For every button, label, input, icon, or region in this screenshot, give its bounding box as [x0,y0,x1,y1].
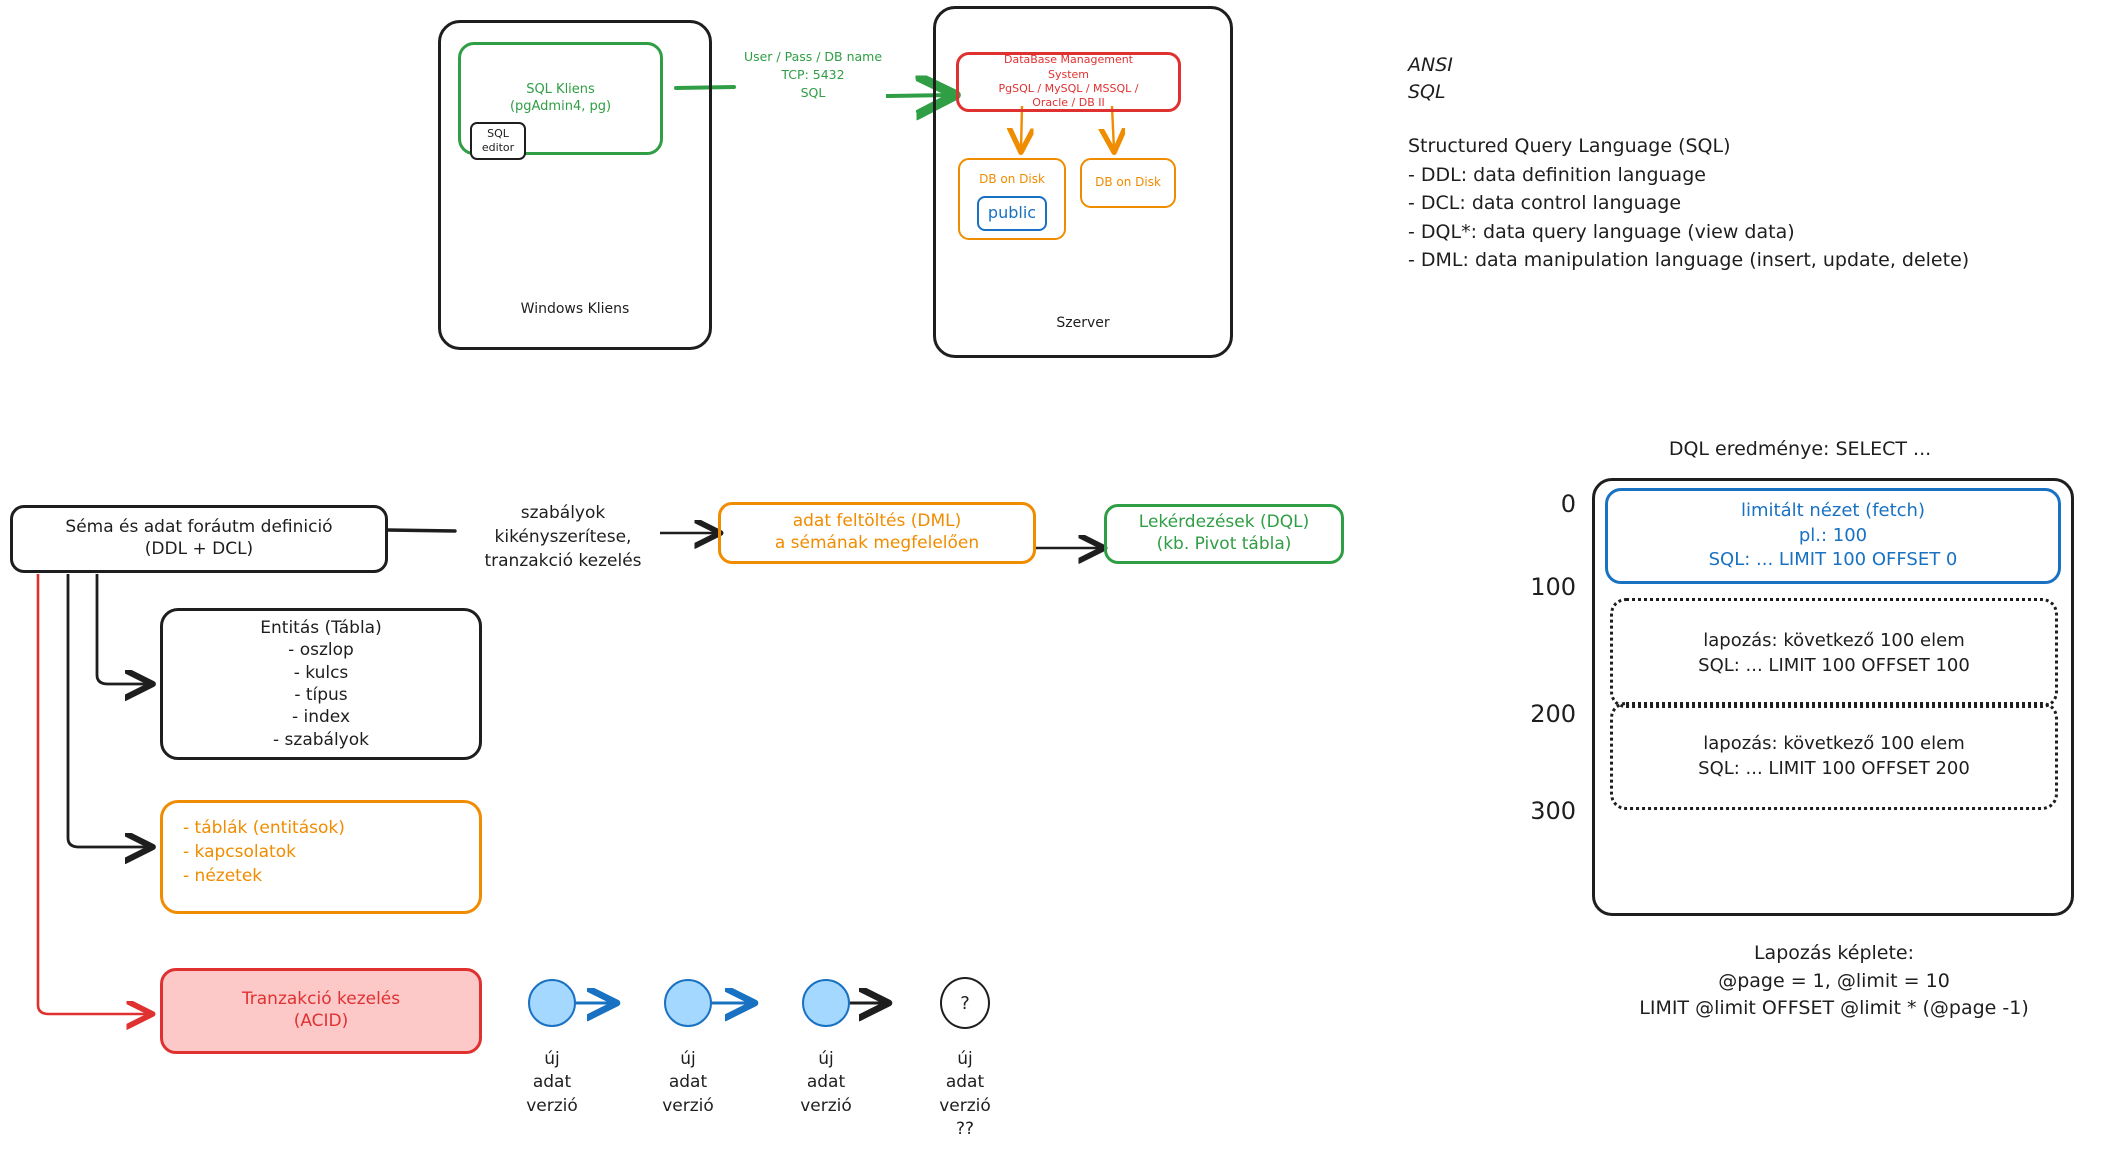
entity-table-box: Entitás (Tábla) - oszlop - kulcs - típus… [160,608,482,760]
version-node-unknown: ? [940,977,990,1029]
sql-language-item-dml: - DML: data manipulation language (inser… [1408,249,1970,271]
fetch-limit-label: limitált nézet (fetch) pl.: 100 SQL: ...… [1708,500,1958,571]
version-node-2-label: új adat verzió [662,1049,714,1116]
schema-definition-label: Séma és adat foráutm definició (DDL + DC… [65,517,333,559]
sql-language-item-ddl: - DDL: data definition language [1408,163,1706,186]
entity-table-label: Entitás (Tábla) - oszlop - kulcs - típus… [260,617,382,750]
version-node-1-label: új adat verzió [526,1049,578,1116]
axis-tick-200: 200 [1530,700,1576,728]
transaction-acid-box: Tranzakció kezelés (ACID) [160,968,482,1054]
paging-title: DQL eredménye: SELECT ... [1668,438,1932,460]
windows-client-container: Windows Kliens [438,20,712,350]
transaction-acid-label: Tranzakció kezelés (ACID) [241,989,401,1031]
db-on-disk-left-label: DB on Disk [979,172,1045,186]
sql-editor-label: SQL editor [481,126,515,154]
question-mark-icon: ? [960,992,970,1014]
version-node-3 [802,979,850,1027]
schema-definition-box: Séma és adat foráutm definició (DDL + DC… [10,505,388,573]
axis-tick-0: 0 [1560,490,1576,518]
public-schema-box: public [977,196,1047,231]
windows-client-label: Windows Kliens [520,301,630,318]
db-on-disk-left-box: DB on Disk [958,158,1066,240]
axis-tick-100: 100 [1530,573,1576,601]
sql-languages-note: Structured Query Language (SQL) - DDL: d… [1408,132,1969,275]
version-node-2 [664,979,712,1027]
arrow-schema-to-transaction [36,574,150,1014]
sql-client-label: SQL Kliens (pgAdmin4, pg) [509,81,612,114]
server-label: Szerver [1056,315,1110,332]
dql-query-label: Lekérdezések (DQL) (kb. Pivot tábla) [1138,512,1310,554]
dql-query-box: Lekérdezések (DQL) (kb. Pivot tábla) [1104,504,1344,564]
db-objects-label: - táblák (entitások) - kapcsolatok - néz… [183,818,345,886]
arrow-schema-to-entity [95,574,150,684]
arrow-schema-to-edgelabel [385,528,457,533]
paging-formula: Lapozás képlete: @page = 1, @limit = 10 … [1639,942,2029,1020]
dml-load-label: adat feltöltés (DML) a sémának megfelelő… [774,511,980,553]
sql-languages-heading: Structured Query Language (SQL) [1408,135,1731,157]
fetch-limit-box: limitált nézet (fetch) pl.: 100 SQL: ...… [1605,488,2061,584]
result-set-container [1592,478,2074,916]
page-3-box: lapozás: következő 100 elem SQL: ... LIM… [1610,702,2058,810]
sql-client-box: SQL Kliens (pgAdmin4, pg) [458,42,663,155]
ansi-sql-note: ANSI SQL [1408,54,1453,103]
sql-editor-box[interactable]: SQL editor [470,122,526,160]
sql-language-item-dcl: - DCL: data control language [1408,192,1682,214]
server-container: Szerver [933,6,1233,358]
dbms-box: DataBase Management System PgSQL / MySQL… [956,52,1181,112]
flow-edge-label: szabályok kikényszerítese, tranzakció ke… [484,503,642,571]
dbms-label: DataBase Management System PgSQL / MySQL… [998,53,1139,110]
connection-label: User / Pass / DB name TCP: 5432 SQL [743,49,883,101]
page-3-label: lapozás: következő 100 elem SQL: ... LIM… [1698,732,1970,779]
page-2-label: lapozás: következő 100 elem SQL: ... LIM… [1698,629,1970,676]
public-schema-label: public [987,203,1037,223]
version-node-3-label: új adat verzió [800,1049,852,1116]
arrow-schema-to-objects [66,574,150,847]
version-node-unknown-label: új adat verzió ?? [939,1049,991,1140]
db-on-disk-right-box: DB on Disk [1080,158,1176,208]
version-node-1 [528,979,576,1027]
axis-tick-300: 300 [1530,797,1576,825]
page-2-box: lapozás: következő 100 elem SQL: ... LIM… [1610,598,2058,708]
db-on-disk-right-label: DB on Disk [1095,175,1161,190]
db-objects-box: - táblák (entitások) - kapcsolatok - néz… [160,800,482,914]
sql-language-item-dql: - DQL*: data query language (view data) [1408,220,1795,243]
dml-load-box: adat feltöltés (DML) a sémának megfelelő… [718,502,1036,564]
